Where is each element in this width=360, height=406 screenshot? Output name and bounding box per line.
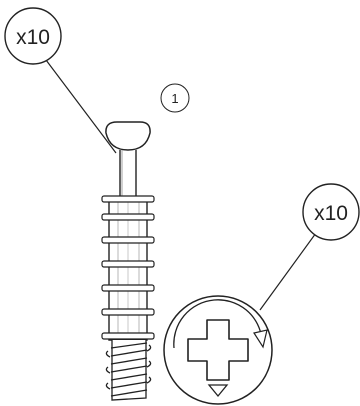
screw-quantity-bubble bbox=[4, 7, 62, 65]
screw-rib bbox=[101, 308, 155, 316]
screw-neck bbox=[119, 150, 137, 196]
head-quantity-label: x10 bbox=[314, 202, 348, 225]
step-number-label: 1 bbox=[171, 91, 178, 106]
tighten-rotation-arrow bbox=[173, 299, 263, 349]
screw-rib bbox=[101, 332, 155, 340]
screw-ribs bbox=[101, 195, 155, 340]
screw-cap bbox=[105, 121, 151, 151]
screw-quantity-label: x10 bbox=[16, 26, 50, 49]
head-quantity-callout: x10 bbox=[259, 183, 360, 311]
step-number-marker: 1 bbox=[160, 83, 190, 113]
screw-rib bbox=[101, 284, 155, 292]
rotation-arrow-head bbox=[253, 329, 268, 349]
screw-rib bbox=[101, 260, 155, 268]
step-number-circle bbox=[160, 83, 190, 113]
screw-rib bbox=[101, 195, 155, 203]
screw-rib bbox=[101, 236, 155, 244]
screw-illustration bbox=[101, 121, 155, 401]
screw-threads bbox=[105, 342, 152, 397]
phillips-head-detail bbox=[163, 295, 273, 405]
head-leader-line bbox=[259, 232, 317, 311]
direction-triangle-icon bbox=[207, 384, 229, 398]
head-quantity-bubble bbox=[302, 183, 360, 241]
screw-rib bbox=[101, 213, 155, 221]
screw-leader-line bbox=[45, 59, 117, 154]
screw-quantity-callout: x10 bbox=[4, 7, 117, 154]
phillips-cross-icon bbox=[187, 319, 249, 381]
